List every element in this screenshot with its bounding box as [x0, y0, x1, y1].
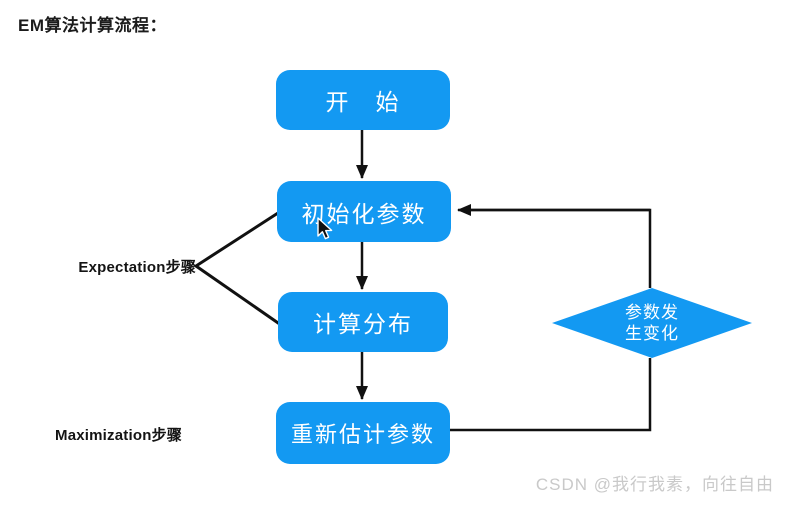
- line-reestimate-to-decision: [450, 358, 652, 432]
- line-decision-up: [461, 208, 652, 288]
- decision-label-line2: 生变化: [625, 324, 679, 343]
- mouse-cursor-icon: [316, 217, 336, 243]
- node-init-params: 初始化参数: [277, 181, 451, 242]
- expectation-bracket: [193, 211, 282, 327]
- page-title: EM算法计算流程：: [18, 16, 167, 35]
- node-start: 开 始: [276, 70, 450, 130]
- node-compute-distribution: 计算分布: [278, 292, 448, 352]
- decision-label-line1: 参数发: [625, 302, 679, 322]
- node-reestimate-params: 重新估计参数: [276, 402, 450, 464]
- decision-diamond-shape: [552, 288, 752, 358]
- node-compute-distribution-label: 计算分布: [313, 311, 413, 337]
- node-reestimate-params-label: 重新估计参数: [290, 422, 435, 447]
- node-start-label: 开 始: [325, 89, 401, 115]
- decision-params-changed: 参数发 生变化: [572, 294, 732, 352]
- label-expectation-step: Expectation步骤: [78, 259, 196, 276]
- watermark: CSDN @我行我素，向往自由: [535, 475, 774, 494]
- label-maximization-step: Maximization步骤: [55, 427, 182, 444]
